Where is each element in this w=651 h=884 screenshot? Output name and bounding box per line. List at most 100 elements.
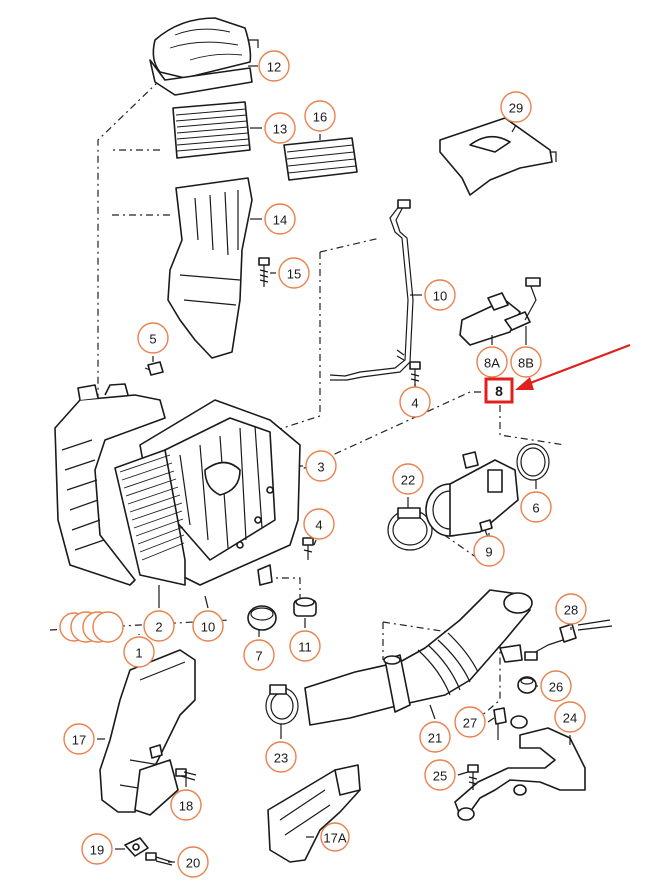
callout-c5[interactable]: 5 [137,322,169,354]
callout-c27[interactable]: 27 [454,706,486,738]
callout-c29[interactable]: 29 [500,91,532,123]
callout-label: 17A [323,831,346,846]
callout-c13[interactable]: 13 [264,112,296,144]
callout-circle [540,670,572,702]
part-5-bolt [144,361,164,376]
callout-label: 28 [564,603,578,618]
part-10-breather-hose [329,199,414,381]
callout-circle [177,846,209,878]
callout-label: 14 [273,213,287,228]
callout-label: 9 [485,545,492,560]
callout-c25[interactable]: 25 [424,759,456,791]
callout-circle [170,789,202,821]
callout-c8B[interactable]: 8B [510,346,542,378]
callout-circle [454,706,486,738]
callout-c3456d[interactable] [92,611,124,643]
callout-c2[interactable]: 2 [143,610,175,642]
part-20-screw [145,852,173,866]
part-18-screw [175,768,197,781]
callout-c12[interactable]: 12 [258,50,290,82]
callout-c8A[interactable]: 8A [476,346,508,378]
callout-label: 16 [313,110,327,125]
callout-label: 10 [201,620,215,635]
callout-label: 17 [72,733,86,748]
callout-c10a[interactable]: 10 [424,279,456,311]
callout-label: 29 [509,101,523,116]
callout-c26[interactable]: 26 [540,670,572,702]
callout-label: 2 [155,620,162,635]
part-12-upper-cover [149,17,259,96]
callout-circle [123,636,155,668]
callout-label: 11 [298,640,312,655]
part-13-filter-element [172,101,251,159]
part-14-intake-duct [167,177,253,359]
part-7-cap [247,605,277,631]
part-27-valve [493,707,528,740]
callout-c4a[interactable]: 4 [399,386,431,418]
callout-c4b[interactable]: 4 [303,508,335,540]
callout-c17A[interactable]: 17A [320,822,350,852]
callout-circle [305,450,337,482]
callout-c15[interactable]: 15 [278,257,310,289]
callout-c23[interactable]: 23 [265,741,297,773]
callout-circle [520,491,552,523]
part-19-bracket [124,837,149,857]
callout-8-label: 8 [495,383,503,399]
part-11-grommet [293,597,317,617]
part-23-hose-clamp [265,684,299,725]
callout-circle [399,386,431,418]
callout-c18[interactable]: 18 [170,789,202,821]
part-8-mass-flow-meter [425,451,519,537]
callout-c10b[interactable]: 10 [192,610,224,642]
callout-c17[interactable]: 17 [63,723,95,755]
callout-8-highlighted[interactable]: 8 [484,377,514,404]
callout-labels: 121316291415108A8B54322649283,4,5,621071… [59,50,587,878]
callout-label: 21 [428,731,442,746]
callout-c1[interactable]: 1 [123,636,155,668]
callout-circle [289,630,321,662]
callout-c28[interactable]: 28 [555,593,587,625]
part-17A-heat-shield [267,764,361,863]
callout-c14[interactable]: 14 [264,203,296,235]
callout-label: 24 [563,711,577,726]
callout-c7[interactable]: 7 [243,639,275,671]
callout-c3[interactable]: 3 [305,450,337,482]
callout-label: 19 [90,843,104,858]
callout-circle [137,322,169,354]
callout-circle [264,203,296,235]
callout-label: 8B [518,356,534,371]
callout-circle [473,535,505,567]
part-21-intake-hose [304,589,533,726]
callout-c11[interactable]: 11 [289,630,321,662]
callout-circle [555,593,587,625]
part-1-filter-housing-lower [54,383,166,586]
callout-c21[interactable]: 21 [419,721,451,753]
callout-circle [192,610,224,642]
callout-c9[interactable]: 9 [473,535,505,567]
callout-label: 18 [179,799,193,814]
callout-circle [419,721,451,753]
callout-c24[interactable]: 24 [554,701,586,733]
callout-label: 12 [267,60,281,75]
callout-label: 4 [315,518,322,533]
callout-circle [265,741,297,773]
callout-c6[interactable]: 6 [520,491,552,523]
callout-label: 3 [317,460,324,475]
part-25-screw [467,764,479,790]
part-28-connector [524,619,613,661]
part-8-air-mass-sensor [459,277,541,346]
callout-label: 15 [287,267,301,282]
callout-label: 22 [401,473,415,488]
part-26-grommet [517,676,537,694]
callout-circle [264,112,296,144]
callout-label: 10 [433,289,447,304]
callout-c22[interactable]: 22 [392,463,424,495]
callout-circle [304,100,336,132]
callout-c19[interactable]: 19 [81,833,113,865]
callout-circle [554,701,586,733]
callout-c20[interactable]: 20 [177,846,209,878]
callout-circle [258,50,290,82]
callout-c16[interactable]: 16 [304,100,336,132]
part-4-screw-upper [409,361,421,388]
